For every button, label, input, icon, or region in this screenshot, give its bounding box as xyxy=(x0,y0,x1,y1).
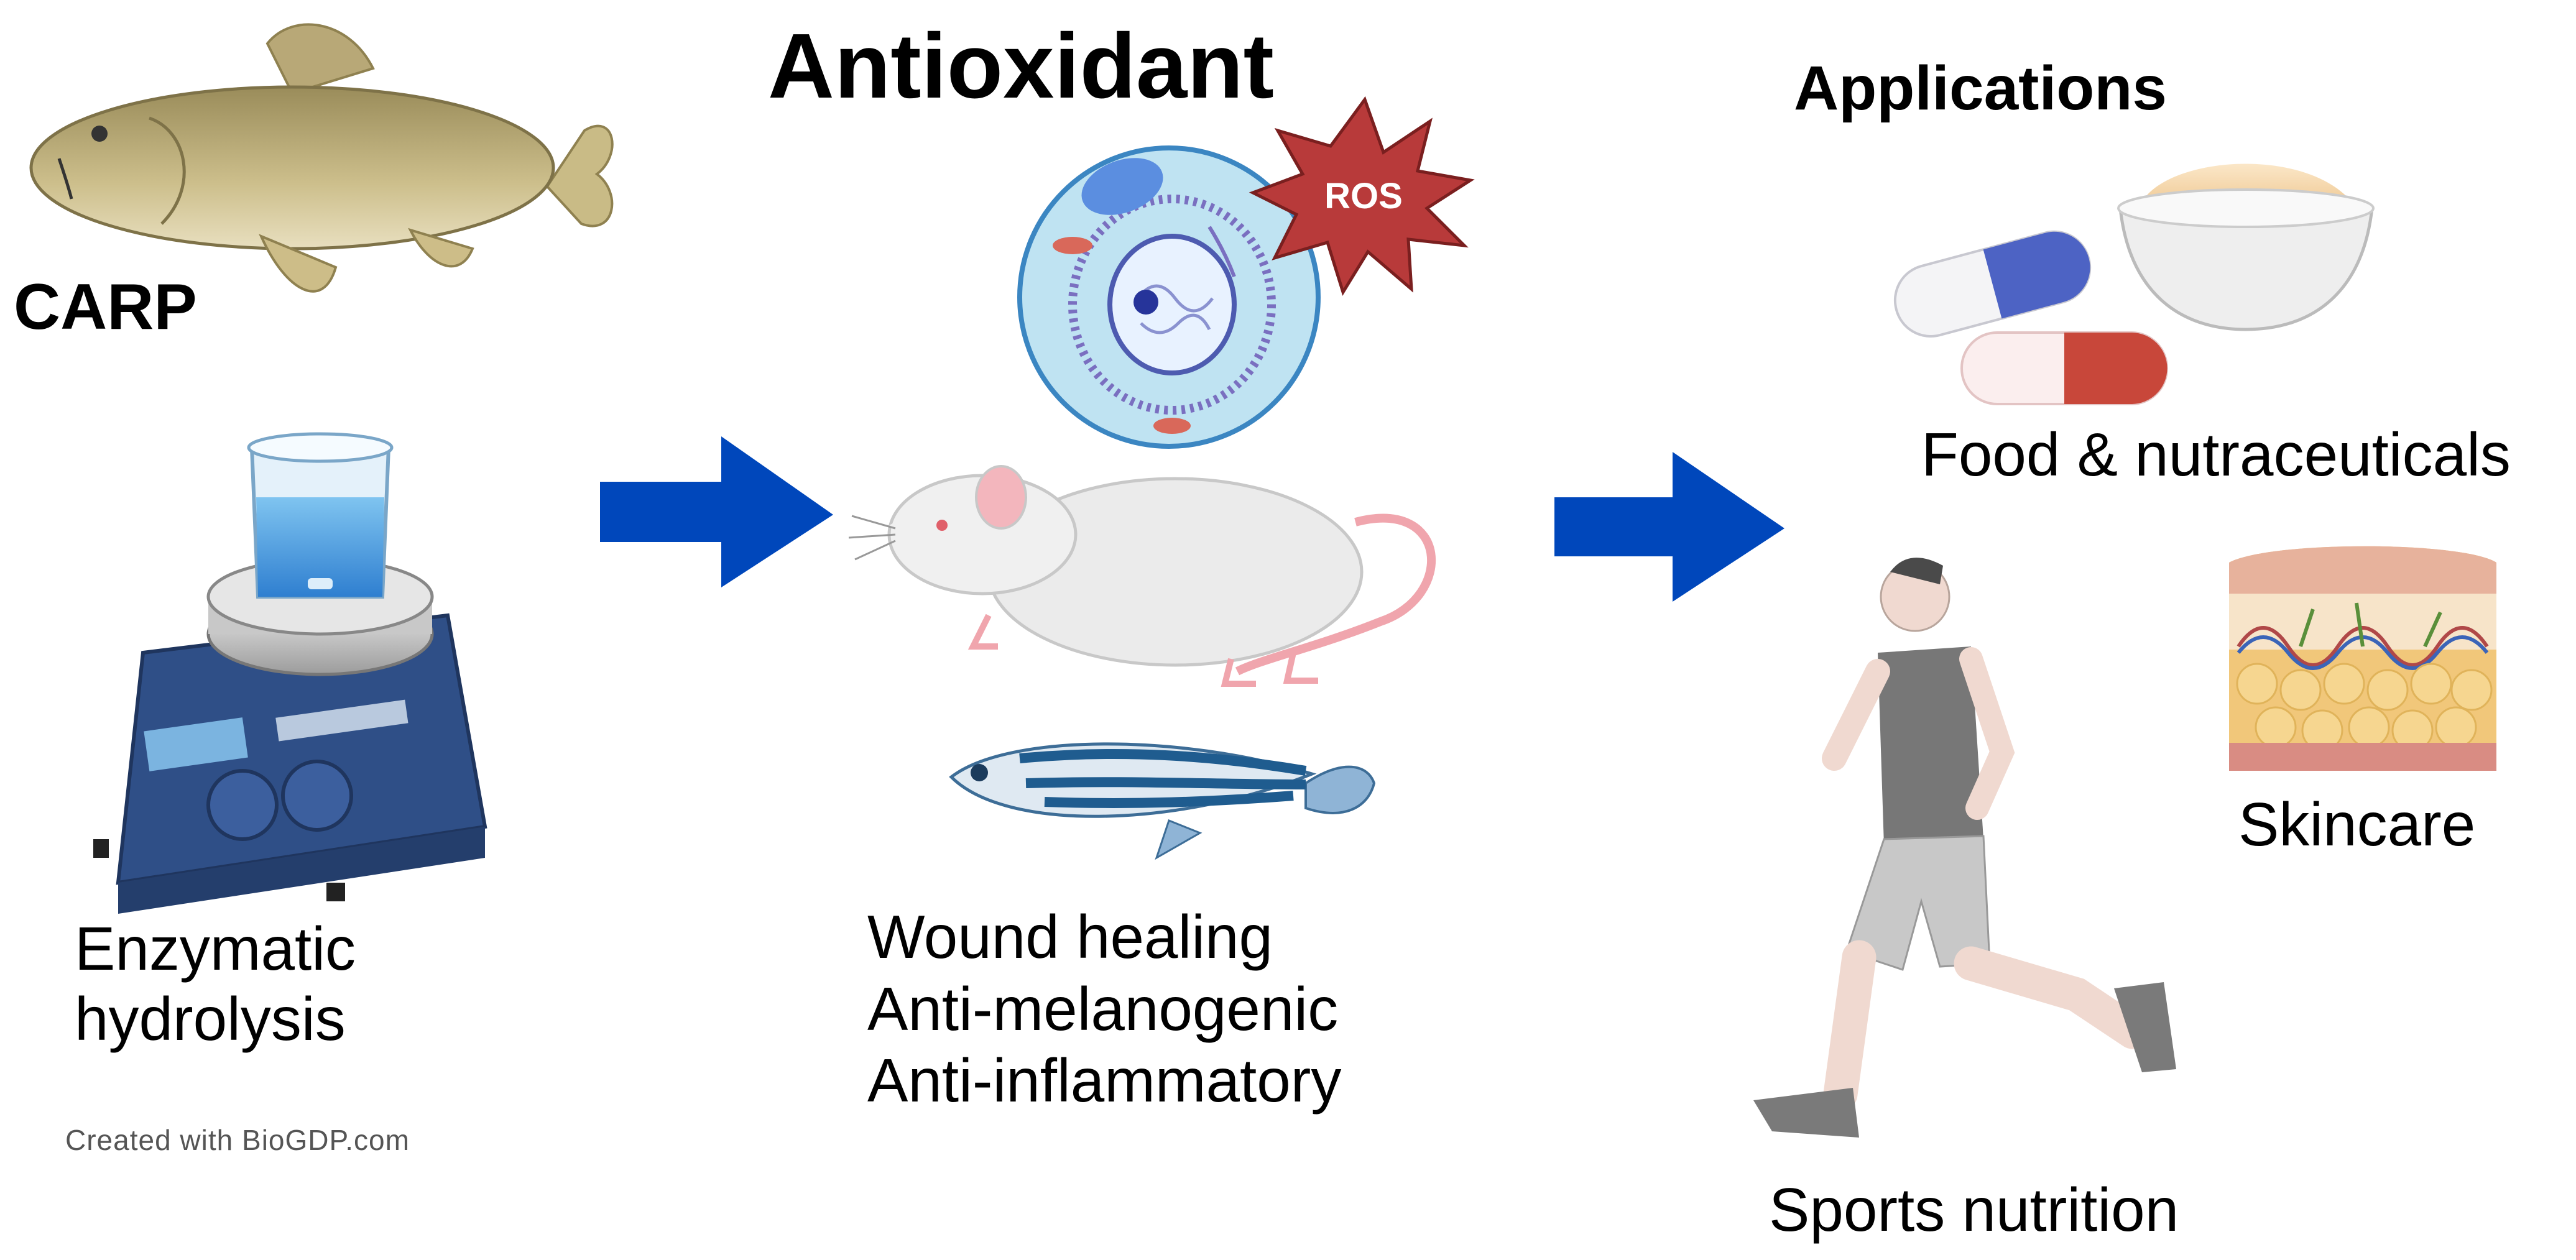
effect-item: Wound healing xyxy=(867,903,1273,971)
food-label: Food & nutraceuticals xyxy=(1921,420,2511,489)
skincare-label: Skincare xyxy=(2238,790,2476,858)
runner-icon xyxy=(1753,558,2176,1138)
carp-fish-icon xyxy=(29,23,614,293)
capsule-icon xyxy=(1893,230,2168,405)
bowl-icon xyxy=(2117,163,2375,331)
cell-icon xyxy=(1017,145,1321,449)
applications-title: Applications xyxy=(1794,53,2167,123)
process-label: Enzymatic hydrolysis xyxy=(75,914,356,1054)
ros-label: ROS xyxy=(1324,176,1403,216)
magnetic-stirrer-icon xyxy=(93,432,487,914)
antioxidant-title: Antioxidant xyxy=(768,15,1274,117)
sports-label: Sports nutrition xyxy=(1769,1175,2179,1244)
effect-item: Anti-inflammatory xyxy=(867,1046,1342,1115)
ros-burst-icon: ROS xyxy=(1249,96,1475,296)
credit-text: Created with BioGDP.com xyxy=(65,1124,410,1156)
arrow-right-icon xyxy=(1554,452,1784,602)
arrow-right-icon xyxy=(600,436,833,587)
effect-item: Anti-melanogenic xyxy=(867,974,1339,1043)
carp-label: CARP xyxy=(14,271,197,343)
process-line: hydrolysis xyxy=(75,984,346,1053)
process-line: Enzymatic xyxy=(75,914,356,983)
rat-icon xyxy=(848,465,1436,687)
skin-layers-icon xyxy=(2229,546,2496,771)
effects-list: Wound healing Anti-melanogenic Anti-infl… xyxy=(867,901,1341,1117)
zebrafish-icon xyxy=(949,742,1376,860)
